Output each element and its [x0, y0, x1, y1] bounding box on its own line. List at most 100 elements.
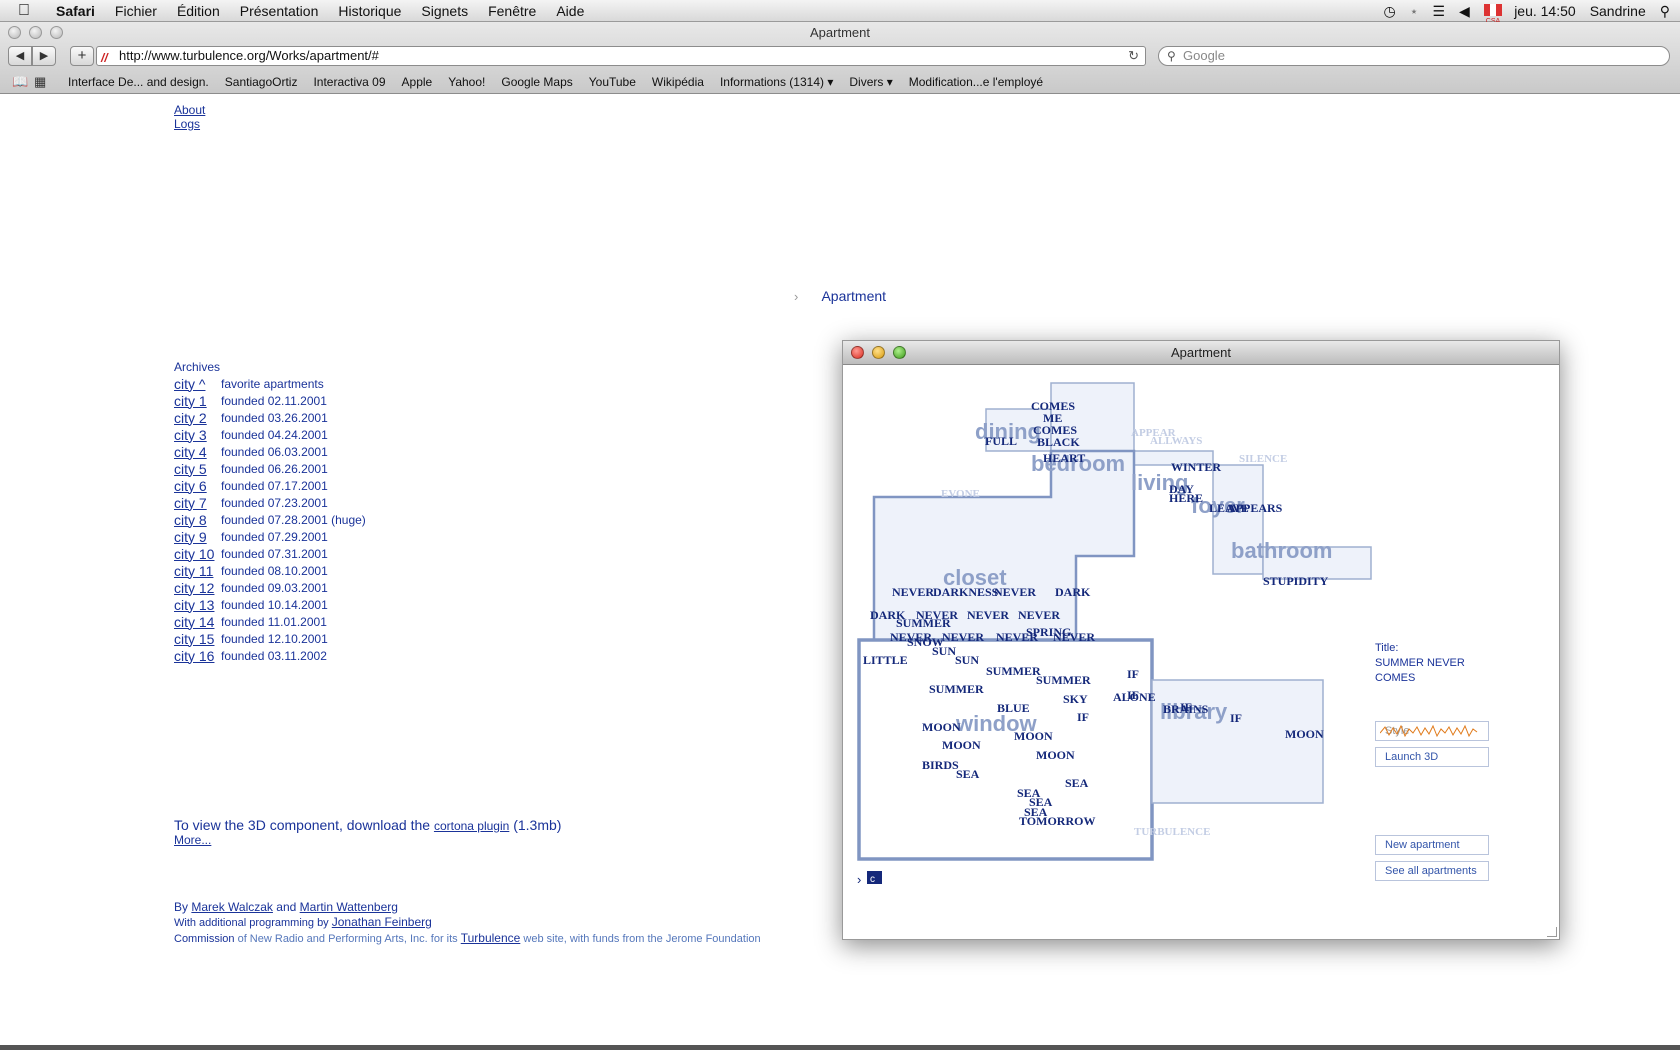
bookmark-folder[interactable]: Informations (1314) ▾ [719, 75, 834, 89]
menu-historique[interactable]: Historique [338, 2, 402, 19]
floorplan-word: NEVER [996, 630, 1038, 644]
room-label: dining [975, 419, 1041, 444]
search-field[interactable]: ⚲ Google [1158, 46, 1670, 66]
city-link[interactable]: city 10 [174, 545, 215, 562]
address-bar[interactable]: // http://www.turbulence.org/Works/apart… [96, 46, 1146, 66]
back-button[interactable]: ◀ [8, 46, 32, 66]
author-link-wattenberg[interactable]: Martin Wattenberg [299, 900, 398, 914]
menu-aide[interactable]: Aide [556, 2, 585, 19]
new-apartment-button[interactable]: New apartment [1375, 835, 1489, 855]
prompt-cursor[interactable] [867, 871, 882, 884]
see-all-apartments-button[interactable]: See all apartments [1375, 861, 1489, 881]
floorplan-word: SUMMER [929, 682, 984, 696]
room-label: foyer [1191, 493, 1245, 518]
credits: By Marek Walczak and Martin Wattenberg W… [174, 900, 761, 947]
menu-extras: ◷ ⋆ ☰ ◀ CSA jeu. 14:50 Sandrine ⚲ [1369, 0, 1670, 26]
city-link[interactable]: city 1 [174, 392, 207, 409]
city-link[interactable]: city 15 [174, 630, 215, 647]
input-source-label: CSA [1486, 18, 1500, 25]
minimize-window-icon[interactable] [29, 26, 42, 39]
menu-user[interactable]: Sandrine [1589, 3, 1646, 19]
turbulence-link[interactable]: Turbulence [460, 931, 521, 945]
city-link[interactable]: city 3 [174, 426, 207, 443]
more-link[interactable]: More... [174, 833, 212, 847]
room-label: bedroom [1031, 451, 1125, 476]
bookmark-item[interactable]: SantiagoOrtiz [224, 75, 298, 89]
bookmark-item[interactable]: Apple [401, 75, 433, 89]
bookmark-item[interactable]: YouTube [588, 75, 636, 89]
top-sites-grid-icon[interactable]: ▦ [34, 74, 47, 89]
volume-icon[interactable]: ◀ [1459, 2, 1470, 19]
bookmark-item[interactable]: Interface De... and design. [68, 75, 209, 89]
programmer-link[interactable]: Jonathan Feinberg [331, 915, 432, 929]
menu-edition[interactable]: Édition [176, 2, 220, 19]
floorplan-word: MOON [1036, 748, 1075, 762]
resize-grip-icon[interactable] [1547, 927, 1557, 937]
bluetooth-icon[interactable]: ⋆ [1409, 2, 1419, 19]
forward-arrow-icon: ▶ [39, 50, 49, 62]
menu-clock[interactable]: jeu. 14:50 [1514, 3, 1576, 19]
city-link[interactable]: city 7 [174, 494, 207, 511]
reload-icon[interactable]: ↻ [1128, 48, 1139, 63]
menu-fenetre[interactable]: Fenêtre [488, 2, 537, 19]
city-link[interactable]: city ^ [174, 375, 206, 392]
menu-presentation[interactable]: Présentation [239, 2, 319, 19]
city-link[interactable]: city 16 [174, 647, 215, 664]
add-bookmark-button[interactable]: + [70, 46, 94, 66]
city-link[interactable]: city 2 [174, 409, 207, 426]
reading-list-icon[interactable]: 📖 [12, 74, 29, 89]
time-machine-icon[interactable]: ◷ [1383, 2, 1396, 19]
zoom-window-icon[interactable] [893, 346, 906, 359]
city-link[interactable]: city 9 [174, 528, 207, 545]
launch-3d-button[interactable]: Launch 3D [1375, 747, 1489, 767]
city-link[interactable]: city 5 [174, 460, 207, 477]
city-link[interactable]: city 14 [174, 613, 215, 630]
city-link[interactable]: city 12 [174, 579, 215, 596]
faint-word: EVONE [941, 488, 980, 500]
floorplan-word: SNOW [907, 635, 944, 649]
floorplan-word: HEART [1043, 451, 1085, 465]
zoom-window-icon[interactable] [50, 26, 63, 39]
apartment-floorplan[interactable]: diningbedroomlivingfoyerbathroomclosetwi… [843, 366, 1559, 940]
bookmark-item[interactable]: Modification...e l'employé [908, 75, 1044, 89]
menu-app-safari[interactable]: Safari [56, 2, 95, 19]
menu-signets[interactable]: Signets [421, 2, 469, 19]
bookmark-item[interactable]: Yahoo! [448, 75, 486, 89]
city-link[interactable]: city 11 [174, 562, 214, 579]
room-label: library [1160, 699, 1228, 724]
city-founded-date: founded 03.26.2001 [221, 410, 328, 425]
credits-commission-text: of New Radio and Performing Arts, Inc. f… [237, 933, 458, 945]
close-window-icon[interactable] [851, 346, 864, 359]
spotlight-icon[interactable]: ⚲ [1659, 2, 1670, 19]
city-link[interactable]: city 6 [174, 477, 207, 494]
bookmark-folder[interactable]: Divers ▾ [849, 75, 893, 89]
floorplan-word: TOMORROW [1019, 814, 1095, 828]
about-link[interactable]: About [174, 103, 206, 117]
cortona-plugin-link[interactable]: cortona plugin [433, 819, 510, 833]
floorplan-word: LITTLE [863, 653, 908, 667]
input-source-flag-icon[interactable]: CSA [1483, 3, 1502, 25]
applet-titlebar[interactable]: Apartment [843, 341, 1559, 365]
bookmark-item[interactable]: Wikipédia [651, 75, 704, 89]
city-link[interactable]: city 4 [174, 443, 207, 460]
floorplan-word: SUN [932, 644, 956, 658]
menu-fichier[interactable]: Fichier [114, 2, 157, 19]
credits-commission: Commission of New Radio and Performing A… [174, 931, 761, 947]
city-link[interactable]: city 8 [174, 511, 207, 528]
bookmark-item[interactable]: Google Maps [501, 75, 573, 89]
close-window-icon[interactable] [8, 26, 21, 39]
wifi-icon[interactable]: ☰ [1432, 2, 1445, 19]
city-link[interactable]: city 13 [174, 596, 215, 613]
floorplan-word: DARKNESS [933, 585, 999, 599]
apple-menu-icon[interactable]:  [18, 2, 40, 20]
bookmark-item[interactable]: Interactiva 09 [313, 75, 386, 89]
search-icon: ⚲ [1167, 49, 1176, 63]
forward-button[interactable]: ▶ [32, 46, 56, 66]
author-link-walczak[interactable]: Marek Walczak [191, 900, 273, 914]
logs-link[interactable]: Logs [174, 117, 201, 131]
style-button[interactable]: Style [1375, 721, 1489, 741]
minimize-window-icon[interactable] [872, 346, 885, 359]
floorplan-words: COMESMECOMESBLACKFULLHEARTWINTERDAYHEREL… [863, 399, 1329, 828]
